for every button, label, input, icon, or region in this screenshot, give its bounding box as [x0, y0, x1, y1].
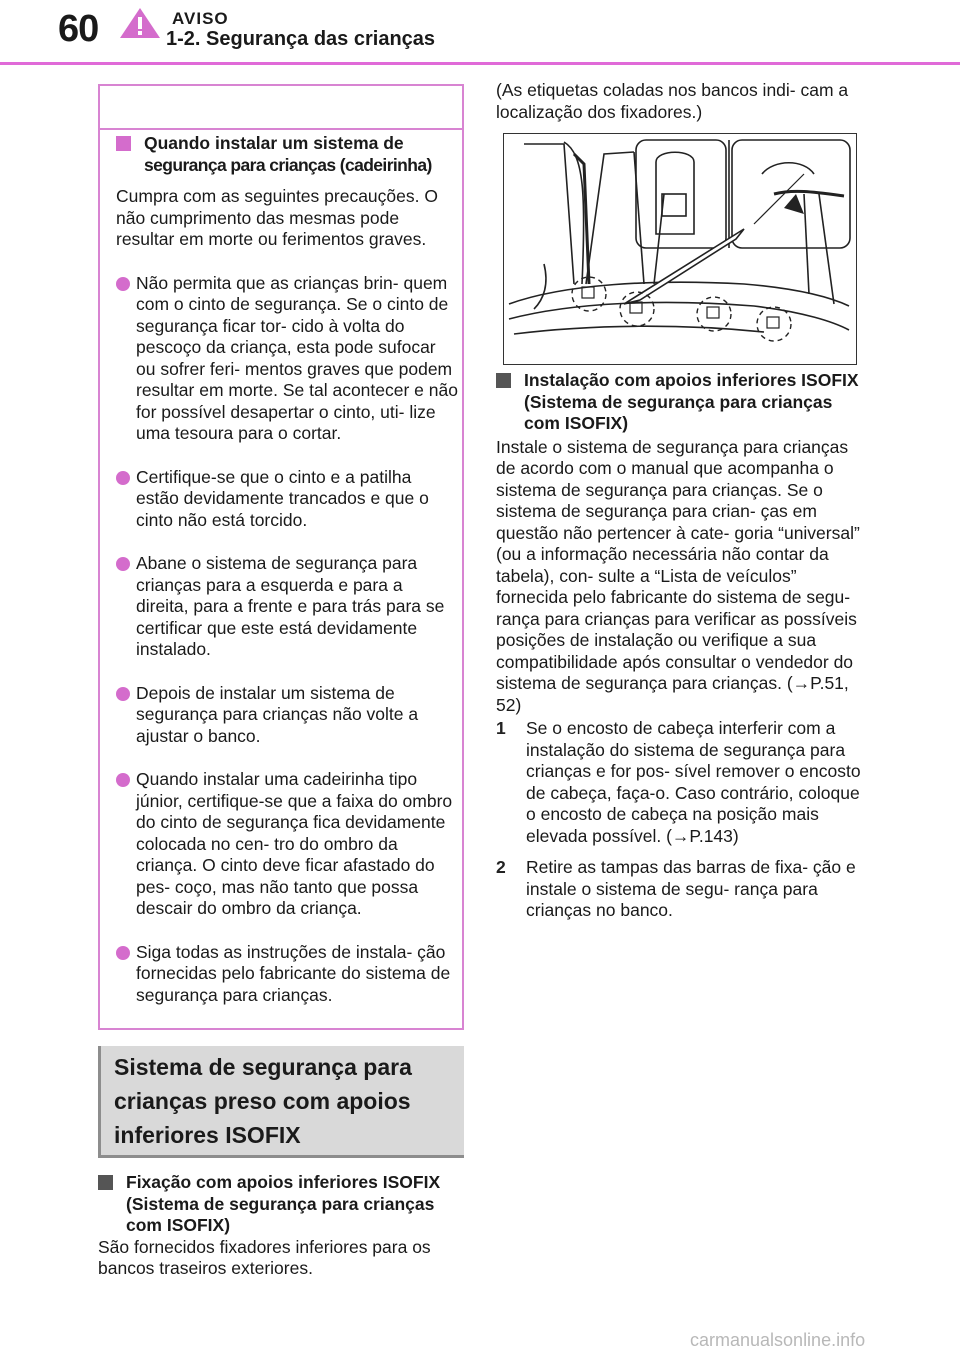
- bullet-dot-icon: [116, 470, 130, 485]
- warning-body: Quando instalar um sistema de segurança …: [116, 133, 458, 1006]
- warning-heading: Quando instalar um sistema de segurança …: [116, 133, 458, 176]
- section-heading: Sistema de segurança para crianças preso…: [114, 1054, 412, 1148]
- warning-bullet: Depois de instalar um sistema de seguran…: [116, 683, 458, 748]
- warning-bullet: Quando instalar uma cadeirinha tipo júni…: [116, 769, 458, 920]
- install-section: Instalação com apoios inferiores ISOFIX …: [496, 370, 866, 922]
- warning-bullet: Abane o sistema de segurança para crianç…: [116, 553, 458, 661]
- warning-bullet: Siga todas as instruções de instala- ção…: [116, 942, 458, 1007]
- fixation-section: Fixação com apoios inferiores ISOFIX (Si…: [98, 1172, 464, 1280]
- header-rule: [0, 62, 960, 65]
- square-bullet-icon: [496, 373, 511, 388]
- bullet-dot-icon: [116, 276, 130, 291]
- warning-intro: Cumpra com as seguintes precauções. O nã…: [116, 186, 438, 249]
- warning-box: [98, 84, 464, 1030]
- warning-bullet: Certifique-se que o cinto e a patilha es…: [116, 467, 458, 532]
- fixation-heading: Fixação com apoios inferiores ISOFIX (Si…: [98, 1172, 464, 1237]
- bullet-dot-icon: [116, 945, 130, 960]
- bullet-dot-icon: [116, 557, 130, 571]
- warning-label: AVISO: [172, 9, 229, 28]
- page-number: 60: [58, 8, 99, 50]
- warning-header: [100, 86, 462, 130]
- seat-illustration-svg: [508, 139, 851, 342]
- warning-bullet: Não permita que as crianças brin- quem c…: [116, 273, 458, 445]
- warning-triangle-icon: [120, 8, 160, 38]
- isofix-illustration: [503, 133, 857, 365]
- bullet-dot-icon: [116, 686, 130, 701]
- bullet-dot-icon: [116, 773, 130, 787]
- step-number: 2: [496, 857, 506, 877]
- square-bullet-icon: [98, 1175, 113, 1190]
- section-title: 1-2. Segurança das crianças: [166, 28, 436, 50]
- labels-note: (As etiquetas coladas nos bancos indi- c…: [496, 80, 849, 122]
- install-heading: Instalação com apoios inferiores ISOFIX …: [496, 370, 866, 435]
- square-bullet-icon: [116, 136, 131, 151]
- step-number: 1: [496, 718, 506, 738]
- fixation-text: São fornecidos fixadores inferiores para…: [98, 1236, 431, 1279]
- watermark: carmanualsonline.info: [690, 1330, 866, 1350]
- install-text: Instale o sistema de segurança para cria…: [496, 436, 860, 715]
- section-heading-box: [98, 1046, 464, 1158]
